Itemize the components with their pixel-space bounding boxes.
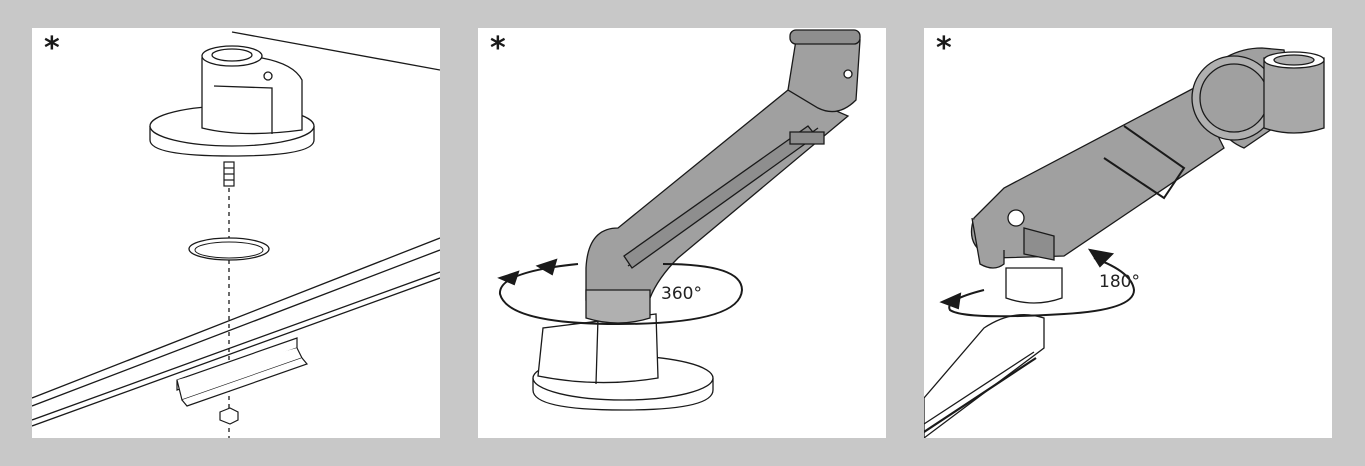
hex-nut: [219, 407, 239, 425]
rotation-arrow-180: [939, 248, 1136, 318]
threaded-bolt: [223, 161, 235, 187]
arm-rotation-360-illustration: [497, 29, 861, 411]
clamp-plate: [176, 337, 309, 407]
desk-hole: [188, 237, 270, 261]
note-marker: *: [44, 31, 60, 66]
rotation-arrow-360: [497, 258, 744, 326]
lower-arm: [924, 314, 1045, 438]
step-panel-mounting: *: [32, 28, 440, 438]
step-panel-rotation-360: * 360°: [478, 28, 886, 438]
pivot-collar: [1005, 267, 1063, 304]
step-panel-rotation-180: * 180°: [924, 28, 1332, 438]
mount-base: [532, 313, 714, 411]
note-marker: *: [490, 31, 506, 66]
upper-arm: [970, 47, 1325, 269]
mount-base: [149, 45, 315, 157]
arm-rotation-180-illustration: [924, 47, 1325, 438]
monitor-arm: [585, 29, 861, 324]
rotation-angle-label: 180°: [1099, 272, 1140, 292]
note-marker: *: [936, 31, 952, 66]
base-mounting-illustration: [32, 31, 440, 438]
rotation-angle-label: 360°: [661, 284, 702, 304]
